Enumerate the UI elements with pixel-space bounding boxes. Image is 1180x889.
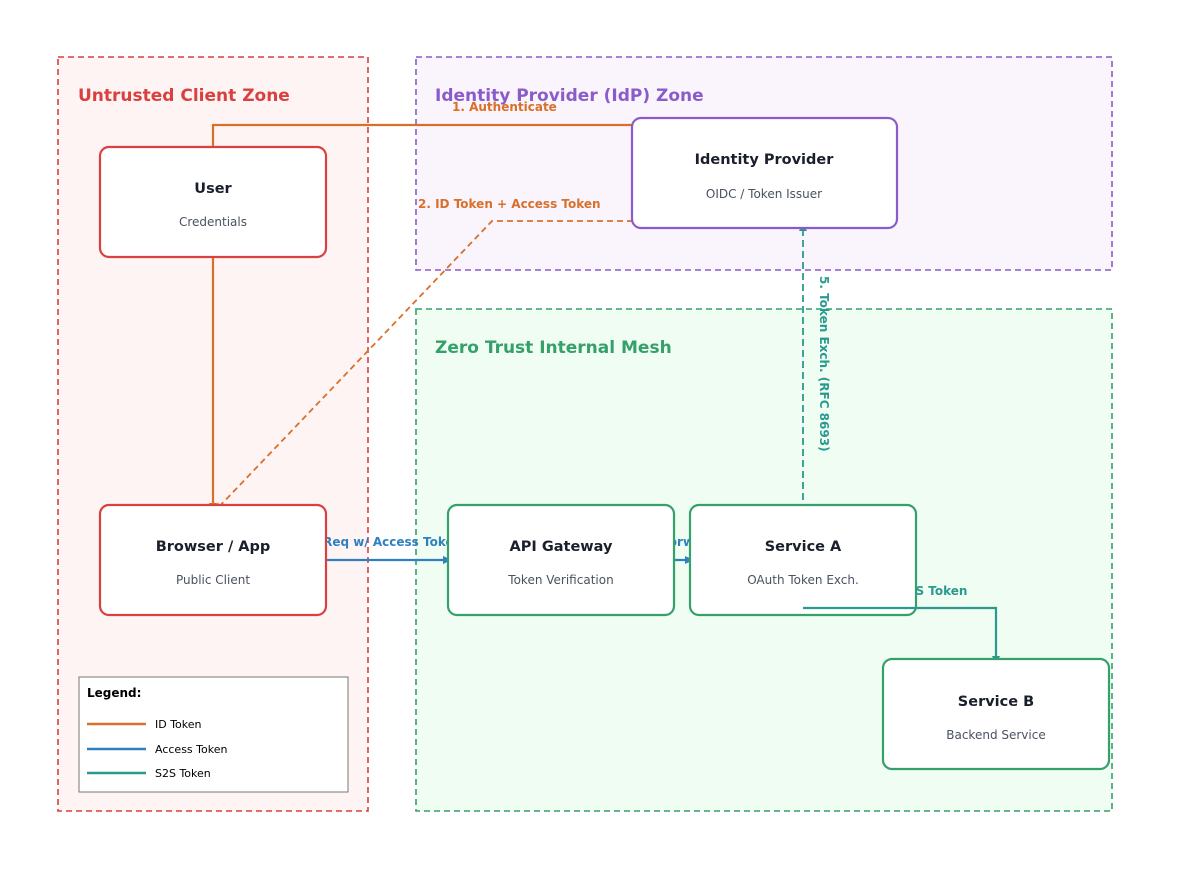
node-browser-title: Browser / App — [156, 539, 271, 555]
node-service-a-subtitle: OAuth Token Exch. — [747, 573, 859, 587]
legend-title: Legend: — [87, 686, 141, 700]
node-idp-subtitle: OIDC / Token Issuer — [706, 187, 822, 201]
node-browser-subtitle: Public Client — [176, 573, 250, 587]
idp-zone-title: Identity Provider (IdP) Zone — [435, 86, 704, 106]
legend: Legend: ID Token Access Token S2S Token — [78, 676, 349, 793]
edge-request-label: 3. Req w/ Access Token — [306, 535, 462, 549]
legend-item-access-token: Access Token — [155, 743, 227, 756]
node-service-b-subtitle: Backend Service — [946, 728, 1045, 742]
node-api-gateway[interactable]: API Gateway Token Verification — [446, 503, 676, 617]
node-user[interactable]: User Credentials — [98, 145, 328, 259]
legend-item-id-token: ID Token — [155, 718, 202, 731]
node-service-a[interactable]: Service A OAuth Token Exch. — [688, 503, 918, 617]
node-browser-app[interactable]: Browser / App Public Client — [98, 503, 328, 617]
node-service-b[interactable]: Service B Backend Service — [881, 657, 1111, 771]
node-gateway-title: API Gateway — [510, 539, 613, 555]
node-gateway-subtitle: Token Verification — [507, 573, 613, 587]
edge-id-access-token-label: 2. ID Token + Access Token — [418, 197, 601, 211]
mesh-zone-title: Zero Trust Internal Mesh — [435, 338, 672, 358]
node-service-b-title: Service B — [958, 694, 1034, 710]
untrusted-zone-title: Untrusted Client Zone — [78, 86, 290, 106]
legend-item-s2s-token: S2S Token — [155, 767, 211, 780]
node-service-a-title: Service A — [765, 539, 842, 555]
node-user-subtitle: Credentials — [179, 215, 247, 229]
edge-token-exchange-label: 5. Token Exch. (RFC 8693) — [817, 276, 831, 452]
node-user-title: User — [194, 181, 232, 197]
edge-authenticate-label: 1. Authenticate — [452, 100, 557, 114]
node-identity-provider[interactable]: Identity Provider OIDC / Token Issuer — [630, 116, 899, 230]
node-idp-title: Identity Provider — [695, 152, 835, 168]
